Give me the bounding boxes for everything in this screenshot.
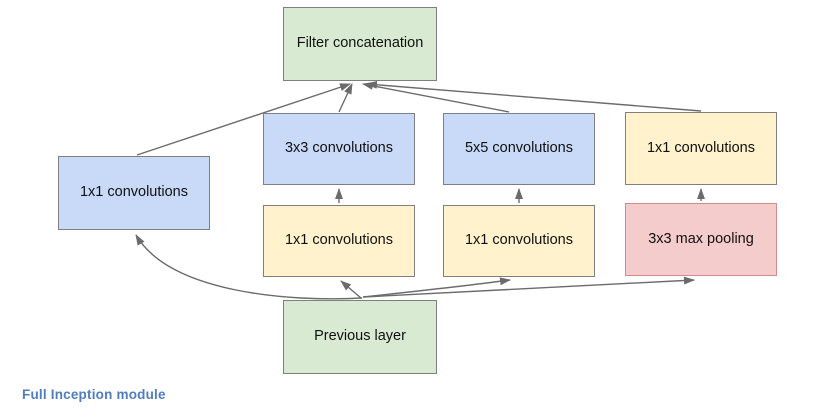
node-label: Previous layer — [314, 328, 406, 345]
edge-conv-1x1-right-to-filter-concatenation — [366, 80, 702, 112]
figure-caption: Full Inception module — [22, 387, 166, 402]
node-label: 1x1 convolutions — [646, 139, 755, 156]
node-label: 1x1 convolutions — [464, 232, 573, 249]
node-conv-1x1-mid-left: 1x1 convolutions — [263, 205, 415, 277]
node-conv-1x1-left: 1x1 convolutions — [58, 156, 210, 230]
edge-conv-3x3-to-filter-concatenation — [338, 83, 353, 113]
edge-previous-layer-to-max-pooling-3x3 — [362, 276, 695, 298]
node-previous-layer: Previous layer — [283, 300, 437, 374]
node-conv-3x3: 3x3 convolutions — [263, 113, 415, 185]
node-max-pooling-3x3: 3x3 max pooling — [625, 203, 777, 276]
node-label: 5x5 convolutions — [464, 140, 573, 157]
node-label: 3x3 max pooling — [648, 230, 754, 247]
node-conv-1x1-right: 1x1 convolutions — [625, 112, 777, 185]
node-label: Filter concatenation — [296, 35, 424, 52]
edge-previous-layer-to-conv-1x1-mid-left — [340, 280, 362, 299]
node-label: 1x1 convolutions — [79, 184, 188, 201]
node-conv-5x5: 5x5 convolutions — [443, 113, 595, 185]
node-label: 1x1 convolutions — [284, 232, 393, 249]
node-filter-concatenation: Filter concatenation — [283, 7, 437, 81]
edge-conv-5x5-to-filter-concatenation — [362, 81, 510, 113]
node-conv-1x1-mid-right: 1x1 convolutions — [443, 205, 595, 277]
node-label: 3x3 convolutions — [284, 140, 393, 157]
edge-previous-layer-to-conv-1x1-mid-right — [362, 277, 511, 298]
